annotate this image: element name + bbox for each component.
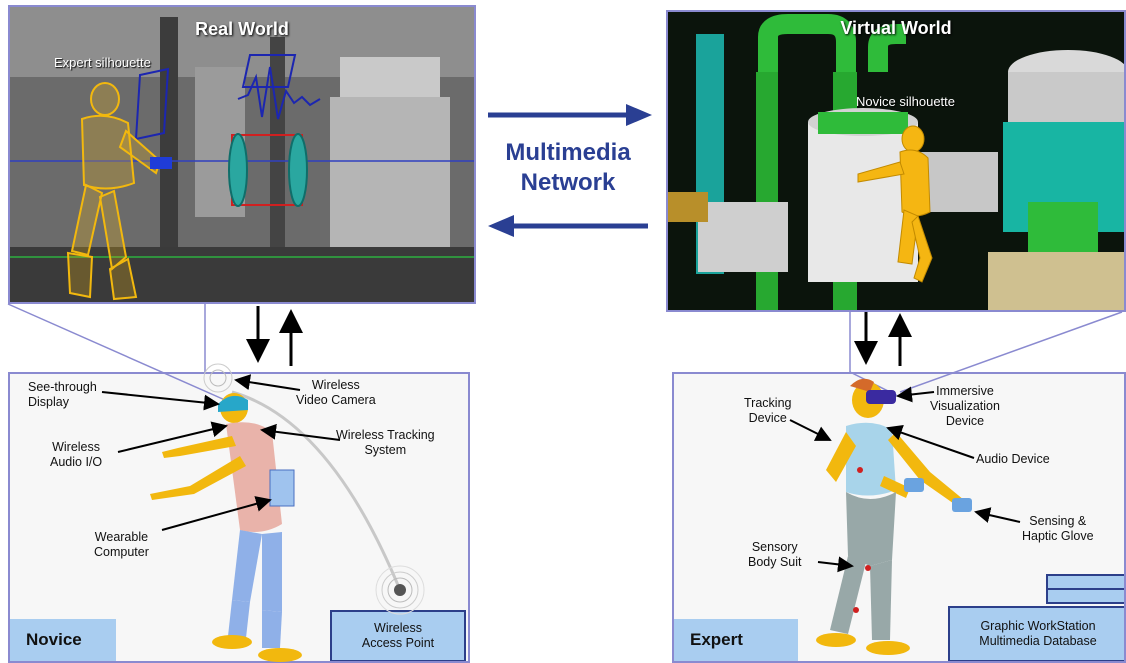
virtual-world-title: Virtual World xyxy=(840,18,952,38)
expert-role-box: Expert xyxy=(674,619,798,661)
network-arrow-right xyxy=(488,104,652,126)
expert-silhouette-label: Expert silhouette xyxy=(54,55,151,70)
access-point-line-1: Wireless xyxy=(374,621,422,635)
immersive-visualization-label: Immersive Visualization Device xyxy=(930,384,1000,428)
access-point-line-2: Access Point xyxy=(361,636,435,650)
workstation-line-1: Graphic WorkStation xyxy=(980,619,1096,633)
virtual-plant-scene xyxy=(668,12,1124,310)
novice-silhouette-label: Novice silhouette xyxy=(856,94,955,109)
novice-leaders xyxy=(101,374,341,531)
expert-panel: Expert Graphic WorkStation Multimedia Da… xyxy=(672,372,1126,663)
wearable-computer-label: Wearable Computer xyxy=(94,530,149,559)
real-world-panel: Real World Expert silhouette xyxy=(8,5,476,304)
graphic-workstation-box: Graphic WorkStation Multimedia Database xyxy=(948,606,1124,661)
multimedia-network-label: Multimedia Network xyxy=(488,138,648,198)
wireless-video-camera-label: Wireless Video Camera xyxy=(296,378,376,407)
wireless-audio-label: Wireless Audio I/O xyxy=(50,440,103,469)
novice-silhouette-figure xyxy=(857,125,933,283)
novice-role-box: Novice xyxy=(10,619,116,661)
workstation-stack-line xyxy=(1046,588,1124,590)
real-world-title: Real World xyxy=(195,19,289,39)
expert-figure xyxy=(816,378,972,655)
novice-figure xyxy=(150,363,425,662)
sensory-body-suit-label: Sensory Body Suit xyxy=(748,540,802,569)
network-line-2: Network xyxy=(520,169,616,196)
see-through-display-label: See-through Display xyxy=(28,380,97,409)
audio-device-label: Audio Device xyxy=(976,452,1050,466)
virtual-world-panel: Virtual World Novice silhouette xyxy=(666,10,1126,312)
workstation-line-2: Multimedia Database xyxy=(979,634,1097,648)
novice-data-arrows xyxy=(246,306,303,366)
tracking-device-label: Tracking Device xyxy=(744,396,792,425)
network-line-1: Multimedia xyxy=(505,139,631,166)
sensing-haptic-glove-label: Sensing & Haptic Glove xyxy=(1022,514,1094,543)
expert-data-arrows xyxy=(854,312,912,366)
wireless-tracking-label: Wireless Tracking System xyxy=(336,428,435,457)
expert-leaders xyxy=(789,386,1021,573)
network-arrow-left xyxy=(488,215,648,237)
industrial-scene xyxy=(10,7,474,302)
wireless-access-point-box: Wireless Access Point xyxy=(330,610,466,661)
